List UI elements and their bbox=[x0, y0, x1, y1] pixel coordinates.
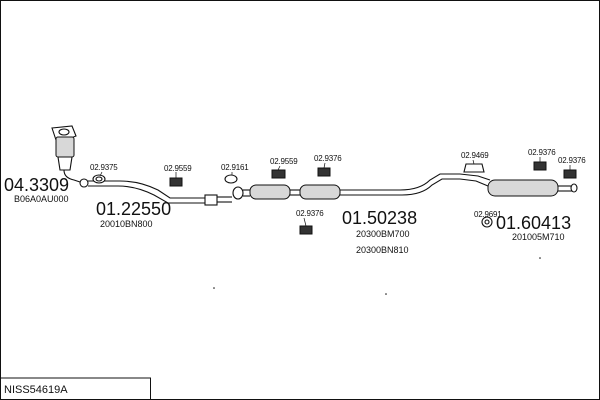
accessory-hanger-2 bbox=[169, 177, 183, 187]
accessory-hanger-5 bbox=[317, 167, 331, 177]
accessory-label-6: 02.9376 bbox=[296, 209, 324, 218]
accessory-label-4: 02.9559 bbox=[270, 157, 298, 166]
diagram-code: NISS54619A bbox=[4, 384, 68, 396]
front-pipe-ref: 20010BN800 bbox=[100, 219, 153, 229]
front-pipe-number: 01.22550 bbox=[96, 199, 171, 219]
rear-silencer bbox=[459, 173, 578, 197]
flex-connector bbox=[232, 186, 250, 200]
front-pipe bbox=[79, 178, 232, 206]
accessory-label-10: 02.9691 bbox=[474, 210, 502, 219]
accessory-hanger-4 bbox=[271, 169, 286, 179]
accessory-label-1: 02.9375 bbox=[90, 163, 118, 172]
accessory-hanger-6 bbox=[299, 225, 313, 235]
accessory-label-9: 02.9376 bbox=[558, 156, 586, 165]
accessory-label-8: 02.9376 bbox=[528, 148, 556, 157]
accessory-label-7: 02.9469 bbox=[461, 151, 489, 160]
cat-converter-ref: B06A0AU000 bbox=[14, 194, 69, 204]
accessory-label-2: 02.9559 bbox=[164, 164, 192, 173]
accessory-gasket-10 bbox=[481, 216, 493, 228]
rear-silencer-number: 01.60413 bbox=[496, 213, 571, 233]
accessory-bracket-7 bbox=[463, 163, 485, 173]
rear-silencer-ref: 201005M710 bbox=[512, 232, 565, 242]
ref-dots bbox=[213, 257, 541, 295]
accessory-hanger-8 bbox=[533, 161, 547, 171]
leader-lines bbox=[99, 157, 571, 227]
cat-converter-number: 04.3309 bbox=[4, 175, 69, 195]
accessory-label-3: 02.9161 bbox=[221, 163, 249, 172]
accessory-hanger-9 bbox=[563, 169, 577, 179]
accessory-clamp-3 bbox=[224, 174, 238, 184]
accessory-gasket-1 bbox=[92, 174, 106, 184]
catalytic-converter bbox=[51, 125, 81, 183]
accessory-label-5: 02.9376 bbox=[314, 154, 342, 163]
middle-silencer-ref1: 20300BM700 bbox=[356, 229, 410, 239]
middle-silencer-number: 01.50238 bbox=[342, 208, 417, 228]
middle-silencer bbox=[249, 173, 460, 200]
middle-silencer-ref2: 20300BN810 bbox=[356, 245, 409, 255]
